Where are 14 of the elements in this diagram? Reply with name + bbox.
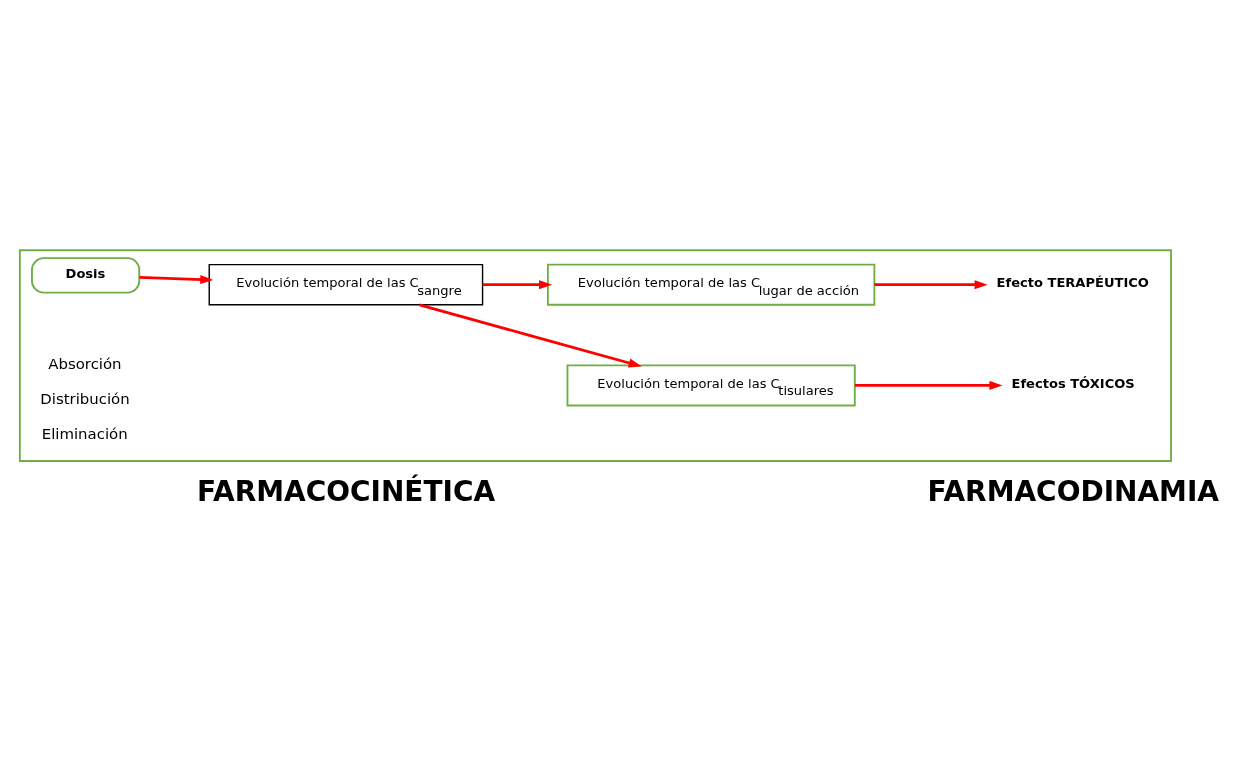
node-text: Efectos TÓXICOS [1011, 375, 1135, 391]
label: Eliminación [41, 424, 128, 443]
label: Distribución [40, 389, 130, 408]
arrow [482, 279, 553, 289]
label: Absorción [48, 354, 122, 373]
arrow [874, 279, 988, 289]
arrow [854, 380, 1003, 390]
node-text: Efecto TERAPÉUTICO [996, 274, 1149, 290]
label: FARMACOCINÉTICA [197, 474, 496, 508]
arrow [139, 274, 214, 284]
node-box: Dosis [31, 256, 141, 294]
label: FARMACODINAMIA [927, 474, 1219, 508]
cluster [18, 248, 1172, 462]
arrow [419, 303, 642, 367]
